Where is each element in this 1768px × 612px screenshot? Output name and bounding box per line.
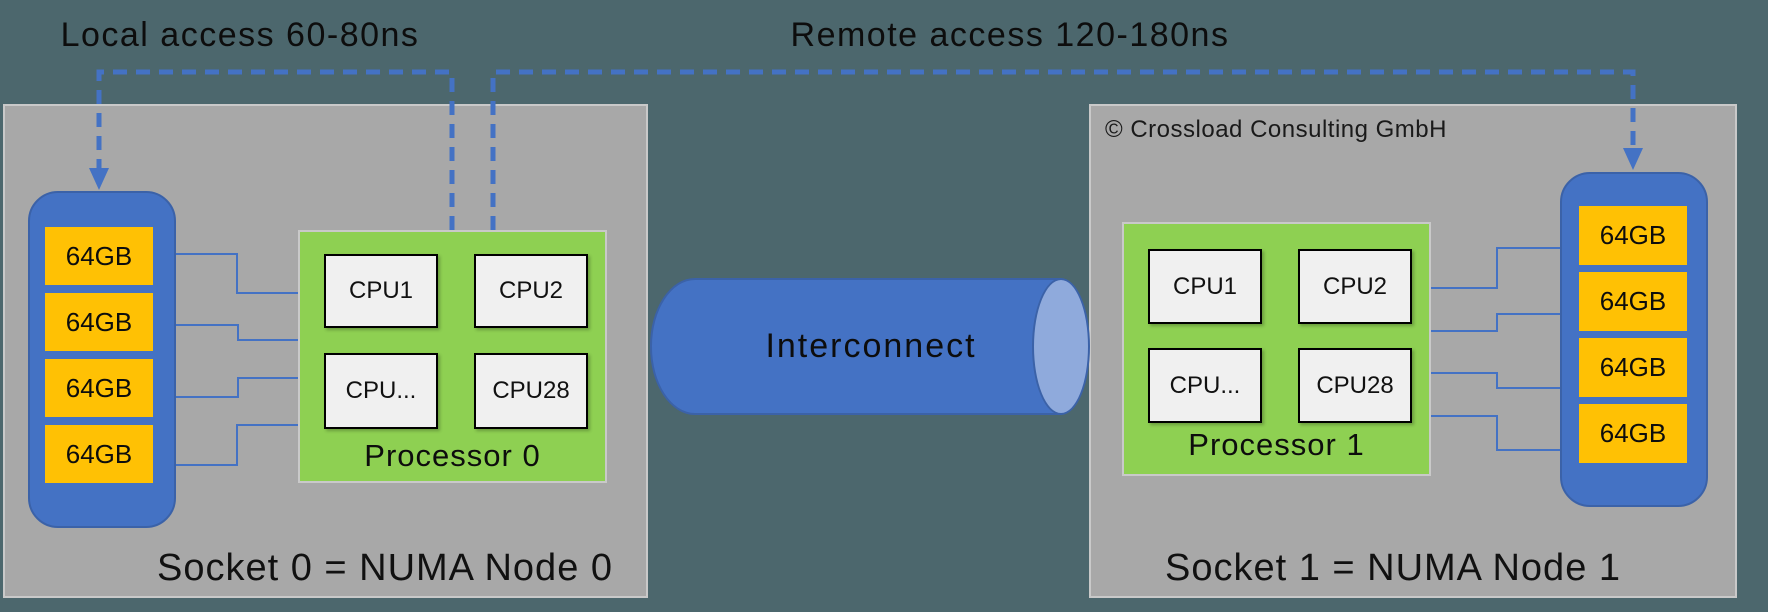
memory-module: 64GB (1579, 338, 1687, 397)
copyright-notice: © Crossload Consulting GmbH (1105, 116, 1447, 143)
cpu-box: CPU28 (474, 353, 588, 429)
processor-1-panel: CPU1 CPU2 CPU... CPU28 Processor 1 (1122, 222, 1431, 476)
socket-0-label: Socket 0 = NUMA Node 0 (156, 547, 614, 589)
memory-module: 64GB (45, 359, 153, 417)
cpu-box: CPU1 (1148, 249, 1262, 324)
cpu-box: CPU... (324, 353, 438, 429)
memory-module: 64GB (45, 227, 153, 285)
memory-module: 64GB (1579, 206, 1687, 265)
remote-access-label: Remote access 120-180ns (790, 16, 1230, 54)
cpu-box: CPU... (1148, 348, 1262, 423)
memory-module: 64GB (1579, 272, 1687, 331)
processor-1-label: Processor 1 (1188, 427, 1365, 462)
local-access-label: Local access 60-80ns (60, 16, 420, 54)
processor-0-panel: CPU1 CPU2 CPU... CPU28 Processor 0 (298, 230, 607, 483)
processor-0-label: Processor 0 (364, 438, 541, 473)
cpu-box: CPU2 (474, 254, 588, 328)
interconnect-label: Interconnect (765, 327, 977, 365)
memory-module: 64GB (45, 425, 153, 483)
memory-module: 64GB (45, 293, 153, 351)
interconnect-cylinder: Interconnect (650, 278, 1062, 415)
cpu-box: CPU1 (324, 254, 438, 328)
socket-1-label: Socket 1 = NUMA Node 1 (1164, 547, 1622, 589)
memory-module: 64GB (1579, 404, 1687, 463)
cpu-box: CPU2 (1298, 249, 1412, 324)
cpu-box: CPU28 (1298, 348, 1412, 423)
cylinder-end-cap (1032, 278, 1090, 415)
